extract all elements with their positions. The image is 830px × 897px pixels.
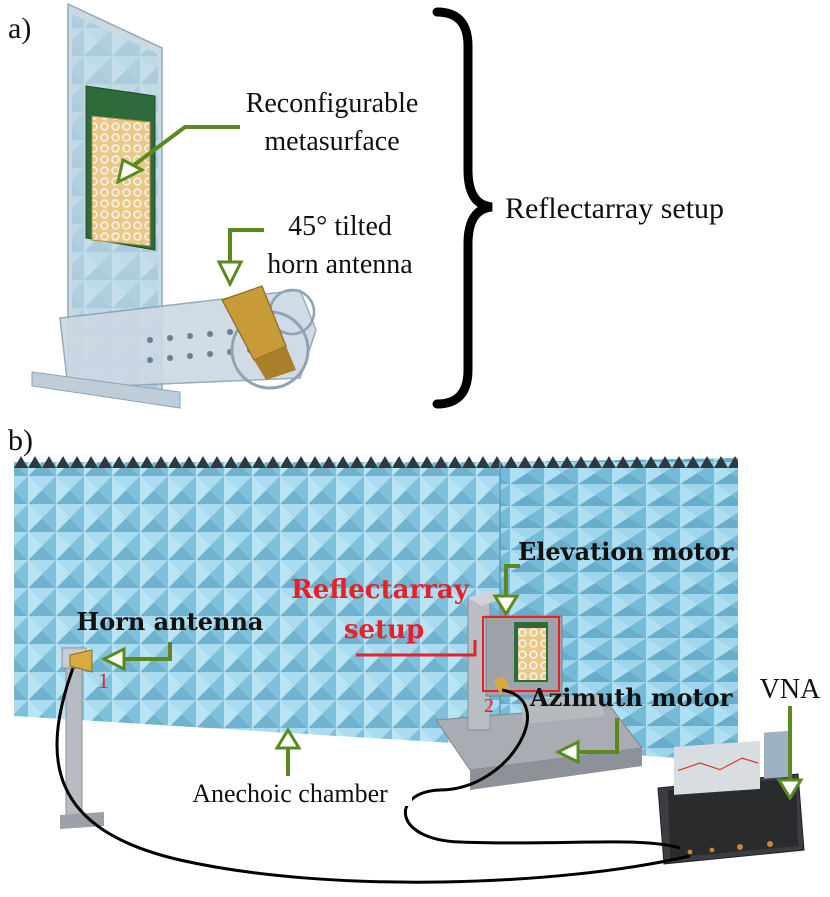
chamber-back-wall xyxy=(14,462,500,746)
reflectarray-highlight-box xyxy=(482,616,560,692)
cable-tx xyxy=(55,667,691,884)
horn-callout-a xyxy=(216,228,264,288)
base-foot xyxy=(31,371,181,409)
cable-rx xyxy=(403,688,681,850)
metasurface-label-line1: Reconfigurable xyxy=(246,88,419,119)
reflectarray-metasurface xyxy=(518,628,546,680)
metasurface-callout xyxy=(115,125,240,185)
reflectarray-photo xyxy=(31,2,317,409)
elevation-motor-label: Elevation motor xyxy=(518,537,734,566)
azimuth-motor-callout xyxy=(554,718,619,765)
horn-marker-1: 1 xyxy=(98,668,109,693)
reflectarray-label-line1: Reflectarray xyxy=(291,575,470,605)
reflectarray-marker-2: 2 xyxy=(484,695,494,717)
absorber-spikes-top xyxy=(14,456,738,468)
anechoic-chamber-label: Anechoic chamber xyxy=(192,779,388,808)
vna-label: VNA xyxy=(760,674,821,705)
metasurface-label-line2: metasurface xyxy=(264,126,399,157)
anechoic-chamber-render xyxy=(14,456,738,762)
chamber-callout xyxy=(274,727,302,776)
panel-a-letter: a) xyxy=(8,12,31,45)
horn-label-line2: horn antenna xyxy=(267,249,413,280)
group-brace xyxy=(432,7,493,409)
horn-callout-b xyxy=(100,642,172,672)
horn-antenna-tx xyxy=(69,649,93,673)
reflectarray-callout xyxy=(356,640,477,657)
vna-callout xyxy=(776,706,804,801)
horn-antenna-stand xyxy=(60,647,104,829)
horn-antenna-label: Horn antenna xyxy=(77,607,264,636)
reflectarray-setup-label: Reflectarray setup xyxy=(505,192,724,225)
panel-b-letter: b) xyxy=(8,424,33,457)
reflectarray-label-line2: setup xyxy=(344,615,424,645)
azimuth-motor-label: Azimuth motor xyxy=(529,683,733,712)
horn-label-line1: 45° tilted xyxy=(288,211,392,242)
vna-instrument xyxy=(657,730,805,865)
elevation-motor-callout xyxy=(492,564,520,617)
